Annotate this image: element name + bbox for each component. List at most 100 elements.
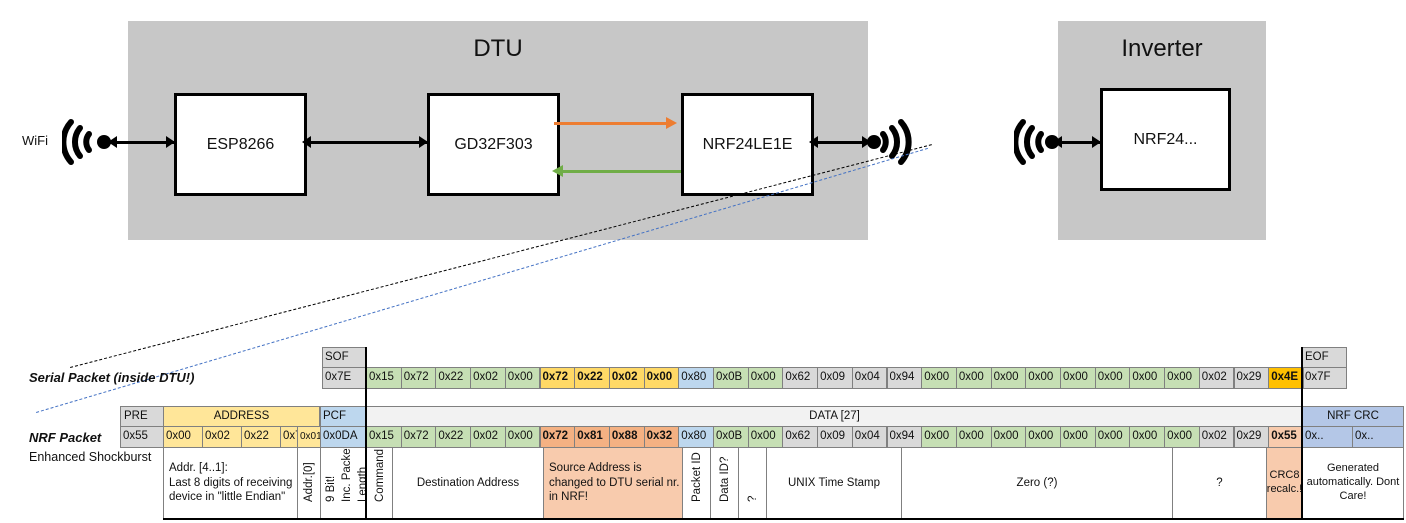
serial-byte-19: 0x00 (1025, 367, 1061, 389)
wifi-icon (62, 119, 111, 165)
nrf-pcf-value: 0x0DA (320, 426, 367, 448)
desc-crc-note: Generated automatically. Dont Care! (1302, 447, 1404, 519)
nrf-antenna-arrow-left (809, 136, 818, 148)
gd32-nrf-orange-line (554, 122, 669, 125)
desc-data-id-text: Data ID? (718, 456, 731, 502)
wifi-esp-arrow-left (108, 136, 117, 148)
nrf-byte-12: 0x62 (782, 426, 819, 448)
serial-byte-5: 0x72 (539, 367, 576, 389)
serial-byte-23: 0x00 (1164, 367, 1200, 389)
nrf-address-value-2: 0x22 (241, 426, 281, 448)
nrf-byte-17: 0x00 (955, 426, 992, 448)
desc-destination-text: Destination Address (416, 476, 520, 489)
desc-command-text: Command (373, 448, 386, 502)
chip-nrf24: NRF24... (1100, 88, 1231, 191)
desc-source-text: Source Address is changed to DTU serial … (549, 462, 680, 504)
chip-nrf24le1e: NRF24LE1E (681, 93, 814, 196)
nrf-crc-value-1: 0x.. (1352, 426, 1404, 448)
nrf-byte-25: 0x29 (1233, 426, 1270, 448)
nrf-packet-label: NRF Packet (29, 430, 102, 445)
desc-zero-text: Zero (?) (1016, 476, 1058, 489)
serial-byte-6: 0x22 (574, 367, 610, 389)
desc-tilde: ? (738, 447, 767, 519)
nrf-byte-14: 0x04 (851, 426, 888, 448)
nrf-byte-2: 0x22 (435, 426, 472, 448)
desc-row-bottom-border (163, 518, 1404, 520)
chip-nrf24le1e-label: NRF24LE1E (702, 135, 793, 153)
nrf-gd32-green-line (562, 170, 681, 173)
serial-byte-20: 0x00 (1060, 367, 1096, 389)
desc-crc8-text: CRC8 recalc.! (1266, 469, 1303, 495)
desc-unix-timestamp-text: UNIX Time Stamp (787, 476, 881, 489)
esp-gd32-arrow-right (419, 136, 428, 148)
serial-byte-25: 0x29 (1233, 367, 1270, 389)
serial-byte-22: 0x00 (1129, 367, 1166, 389)
chip-esp8266: ESP8266 (174, 93, 307, 196)
chip-gd32f303: GD32F303 (427, 93, 560, 196)
esp-gd32-line (304, 141, 427, 144)
nrf-byte-6: 0x81 (574, 426, 610, 448)
nrf-byte-1: 0x72 (400, 426, 437, 448)
nrf-byte-8: 0x32 (643, 426, 680, 448)
nrf-antenna-line (811, 141, 871, 144)
dtu-antenna-icon (867, 119, 912, 165)
desc-tilde-text: ? (746, 495, 759, 502)
serial-sof-value: 0x7E (322, 367, 367, 389)
nrf-byte-19: 0x00 (1025, 426, 1061, 448)
serial-byte-15: 0x94 (886, 367, 923, 389)
nrf-byte-26: 0x55 (1268, 426, 1304, 448)
serial-byte-21: 0x00 (1094, 367, 1131, 389)
wifi-esp-line (110, 141, 174, 144)
nrf-byte-3: 0x02 (470, 426, 506, 448)
nrf-byte-0: 0x15 (366, 426, 402, 448)
serial-byte-0: 0x15 (366, 367, 402, 389)
nrf-address-value-1: 0x02 (202, 426, 242, 448)
desc-zero: Zero (?) (901, 447, 1173, 519)
desc-source-address: Source Address is changed to DTU serial … (543, 447, 683, 519)
desc-packet-id-text: Packet ID (690, 452, 703, 502)
nrf-crc-header: NRF CRC (1302, 406, 1404, 427)
inverter-antenna-arrow-right (1092, 136, 1101, 148)
nrf-byte-13: 0x09 (817, 426, 853, 448)
serial-end-divider (1301, 347, 1303, 520)
serial-byte-10: 0x0B (713, 367, 749, 389)
dtu-title: DTU (473, 35, 523, 62)
serial-byte-3: 0x02 (470, 367, 506, 389)
wifi-label: WiFi (22, 133, 48, 148)
serial-byte-2: 0x22 (435, 367, 472, 389)
nrf-pre-header: PRE (120, 406, 164, 427)
nrf-address-value-4: 0x01 (297, 426, 322, 448)
desc-pcf: 9 Bit! Inc. Packet Length (320, 447, 367, 519)
serial-eof-header: EOF (1302, 347, 1347, 368)
nrf-byte-18: 0x00 (990, 426, 1027, 448)
desc-command: Command (366, 447, 393, 519)
desc-address-text: Addr. [4..1]: Last 8 digits of receiving… (169, 462, 293, 504)
nrf-byte-24: 0x02 (1198, 426, 1235, 448)
nrf-byte-20: 0x00 (1060, 426, 1096, 448)
nrf-byte-10: 0x0B (713, 426, 749, 448)
serial-byte-12: 0x62 (782, 367, 819, 389)
serial-eof-value: 0x7F (1302, 367, 1347, 389)
nrf-byte-21: 0x00 (1094, 426, 1131, 448)
serial-packet-label: Serial Packet (inside DTU!) (29, 370, 195, 385)
desc-addr0-text: Addr.[0] (303, 462, 315, 502)
desc-data-id: Data ID? (710, 447, 739, 519)
desc-crc-note-text: Generated automatically. Dont Care! (1306, 462, 1400, 502)
serial-byte-11: 0x00 (747, 367, 784, 389)
serial-sof-header: SOF (322, 347, 367, 368)
desc-crc8: CRC8 recalc.! (1266, 447, 1303, 519)
gd32-nrf-orange-arrowhead (666, 117, 677, 129)
serial-byte-9: 0x80 (678, 367, 714, 389)
serial-byte-4: 0x00 (504, 367, 541, 389)
desc-pcf-line2: Inc. Packet (341, 447, 353, 502)
esp-gd32-arrow-left (302, 136, 311, 148)
nrf-data-header: DATA [27] (366, 406, 1303, 427)
serial-byte-8: 0x00 (643, 367, 680, 389)
desc-unknown-text: ? (1216, 476, 1223, 489)
serial-byte-26: 0x4E (1268, 367, 1304, 389)
serial-byte-16: 0x00 (921, 367, 957, 389)
serial-byte-7: 0x02 (608, 367, 645, 389)
chip-gd32f303-label: GD32F303 (454, 135, 533, 153)
desc-pcf-line1: 9 Bit! (325, 475, 337, 502)
nrf-byte-5: 0x72 (539, 426, 576, 448)
